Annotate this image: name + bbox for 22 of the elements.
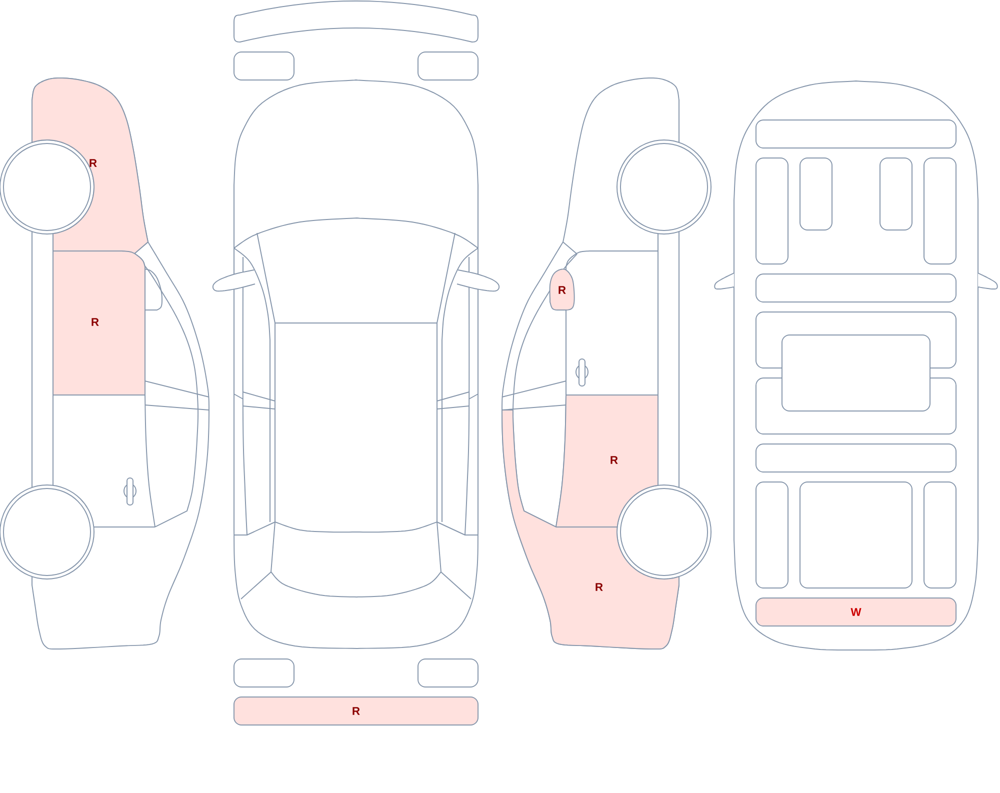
rounded-box bbox=[756, 157, 788, 264]
rounded-box bbox=[800, 158, 832, 230]
rounded-box bbox=[418, 658, 478, 688]
rounded-box bbox=[782, 334, 931, 412]
shaded-panel: R bbox=[32, 78, 148, 254]
rounded-box bbox=[756, 481, 788, 588]
rounded-box bbox=[924, 481, 956, 588]
rounded-box bbox=[418, 52, 478, 80]
rounded-box bbox=[755, 274, 957, 302]
shaded-panel: R bbox=[233, 696, 479, 726]
rounded-box bbox=[755, 444, 957, 472]
shaded-panel: R bbox=[549, 268, 575, 311]
rounded-box bbox=[755, 120, 957, 148]
shaded-panel: W bbox=[755, 598, 957, 626]
rounded-box bbox=[234, 52, 294, 80]
rounded-box bbox=[234, 658, 294, 688]
bumper-band bbox=[234, 0, 478, 42]
rounded-box bbox=[800, 481, 913, 588]
rounded-box bbox=[924, 157, 956, 264]
rounded-box bbox=[880, 158, 912, 230]
shaded-panel: R bbox=[52, 250, 146, 396]
shaded-panel: R bbox=[556, 394, 658, 528]
